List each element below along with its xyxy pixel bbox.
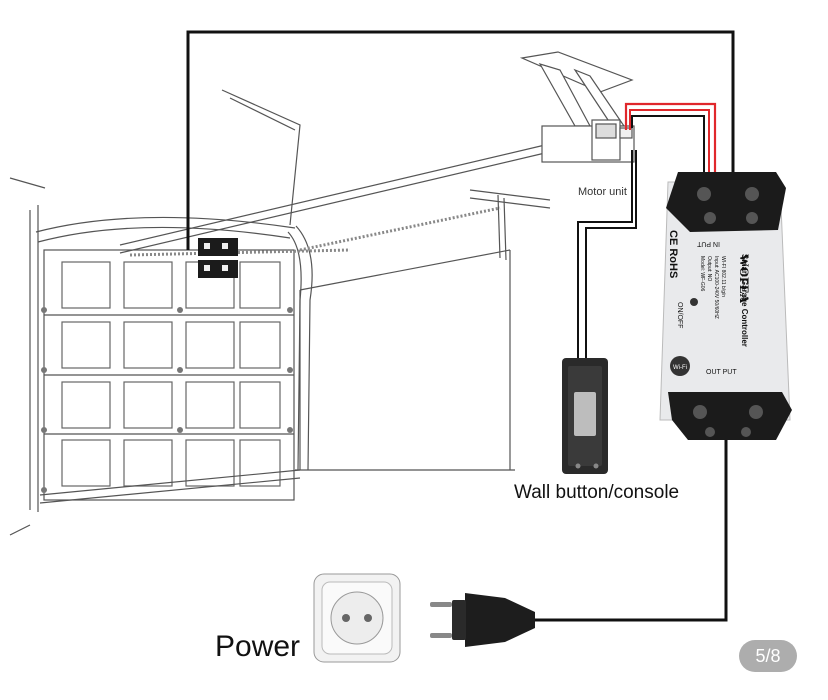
controller-input-label: IN PUT — [696, 240, 720, 247]
power-label: Power — [215, 630, 301, 663]
controller-spec-2: Input: AC100-240V 50/60HZ — [713, 256, 719, 319]
image-pager-badge[interactable]: 5/8 — [739, 640, 797, 672]
controller-spec-1: WI-FI 802.11 b/g/n — [720, 256, 726, 297]
power-socket-icon — [313, 573, 401, 663]
smart-garage-controller — [659, 172, 792, 440]
controller-brand: WOFEA — [737, 254, 752, 304]
controller-spec-4: Model: WF-G06 — [699, 256, 705, 292]
garage-door-icon — [9, 89, 551, 536]
motor-unit-label: Motor unit — [578, 186, 627, 198]
controller-product: Smart Garage Controller — [740, 254, 749, 347]
wiring — [186, 30, 735, 622]
wall-button-icon — [562, 358, 608, 474]
wifi-badge-label: Wi-Fi — [673, 365, 687, 371]
wall-button-label: Wall button/console — [514, 482, 680, 503]
controller-switch-label: ON/OFF — [676, 302, 683, 328]
power-plug-icon — [430, 593, 535, 647]
controller-output-label: OUT PUT — [706, 369, 737, 376]
door-sensor-icon — [198, 238, 238, 278]
controller-spec-3: Output: NO — [706, 256, 712, 281]
motor-unit-icon — [519, 51, 635, 163]
wifi-icon — [670, 356, 690, 376]
controller-certifications: CE RoHS — [667, 230, 679, 278]
